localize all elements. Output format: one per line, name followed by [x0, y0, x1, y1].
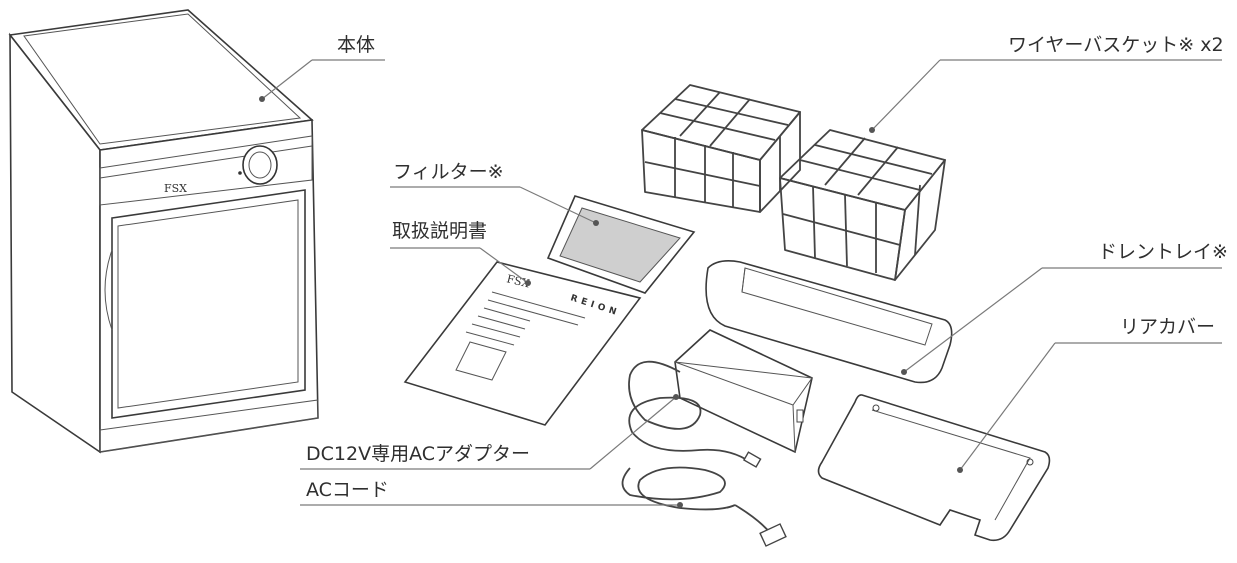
unit-logo-text: FSX: [164, 182, 187, 195]
label-ac-cord: ACコード: [306, 479, 389, 501]
label-rear-cover: リアカバー: [1120, 316, 1216, 338]
drain-tray-drawing: [705, 260, 1222, 384]
label-wire-basket: ワイヤーバスケット※ x2: [1008, 34, 1224, 56]
ac-adapter-drawing: [300, 329, 813, 470]
label-main-unit: 本体: [337, 34, 376, 56]
manual-drawing: FSX REION: [403, 247, 642, 426]
wire-basket-drawing-2: [779, 59, 946, 281]
label-drain-tray: ドレントレイ※: [1098, 241, 1228, 263]
ac-cord-drawing: [300, 466, 787, 547]
filter-drawing: [519, 186, 696, 294]
wire-basket-drawing-1: [641, 84, 801, 213]
manual-logo-text: FSX: [505, 272, 531, 290]
rear-cover-drawing: [817, 342, 1222, 542]
label-manual: 取扱説明書: [392, 220, 488, 242]
label-ac-adapter: DC12V専用ACアダプター: [306, 443, 531, 465]
label-filter: フィルター※: [393, 161, 504, 183]
main-unit-drawing: FSX: [8, 9, 319, 454]
